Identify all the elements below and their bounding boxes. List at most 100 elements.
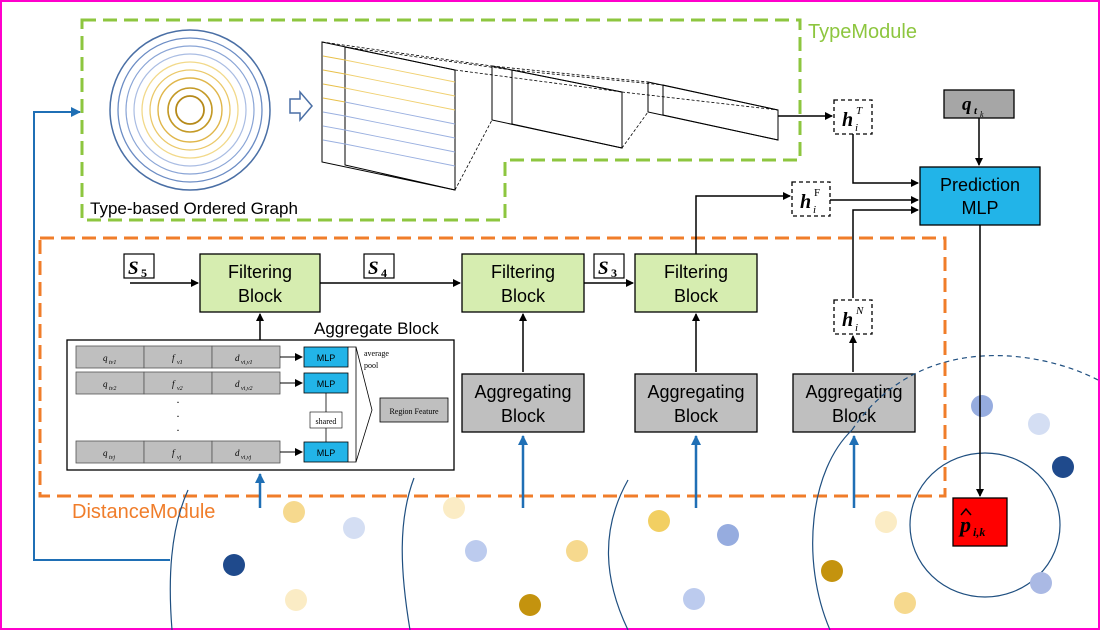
- svg-text:Filtering: Filtering: [228, 262, 292, 282]
- svg-text:d: d: [235, 353, 240, 363]
- pool-label: pool: [364, 361, 379, 370]
- aggregating-block-3: Aggregating Block: [792, 373, 916, 433]
- svg-text:T: T: [856, 105, 863, 117]
- h-type-to-mlp-arrow: [852, 134, 919, 187]
- svg-text:f: f: [172, 448, 176, 458]
- region-dots: [223, 395, 1074, 616]
- output-node: p i,k: [952, 497, 1008, 547]
- svg-text:f: f: [172, 353, 176, 363]
- s4-label: S 4: [363, 253, 395, 280]
- filter3-to-h-f-arrow: [695, 192, 791, 254]
- svg-text:·: ·: [176, 395, 180, 409]
- aggregating-block-1: Aggregating Block: [461, 373, 585, 433]
- svg-text:f: f: [172, 379, 176, 389]
- svg-text:tv2: tv2: [109, 386, 116, 392]
- svg-text:Prediction: Prediction: [940, 175, 1020, 195]
- transform-arrow-icon: [289, 89, 313, 123]
- svg-text:4: 4: [381, 266, 387, 280]
- aggregate-row-3: q tvj f vj d vi,vj: [75, 440, 281, 464]
- svg-text:vi,v2: vi,v2: [241, 386, 253, 392]
- svg-text:MLP: MLP: [317, 379, 336, 389]
- svg-text:d: d: [235, 448, 240, 458]
- svg-text:h: h: [842, 109, 853, 131]
- svg-text:k: k: [980, 110, 984, 119]
- svg-text:Block: Block: [501, 406, 546, 426]
- filtering-block-3: Filtering Block: [634, 253, 758, 313]
- small-mlp-3: MLP: [303, 441, 349, 463]
- svg-text:5: 5: [141, 266, 147, 280]
- svg-text:tvj: tvj: [109, 455, 115, 461]
- svg-text:t: t: [974, 105, 978, 117]
- h-n-to-mlp-arrow: [852, 206, 919, 298]
- svg-text:q: q: [962, 94, 972, 115]
- svg-text:v1: v1: [177, 360, 183, 366]
- svg-text:·: ·: [176, 423, 180, 437]
- svg-text:tv1: tv1: [109, 360, 116, 366]
- svg-text:Block: Block: [674, 286, 719, 306]
- small-mlp-1: MLP: [303, 346, 349, 368]
- cnn-layers: [321, 41, 779, 191]
- svg-text:Block: Block: [832, 406, 877, 426]
- svg-text:N: N: [855, 305, 864, 317]
- pool-arrow: [355, 346, 373, 463]
- svg-text:Region Feature: Region Feature: [389, 407, 439, 416]
- svg-text:MLP: MLP: [961, 198, 998, 218]
- svg-text:S: S: [128, 258, 139, 279]
- aggregate-row-2: q tv2 f v2 d vi,v2: [75, 371, 281, 395]
- svg-text:v2: v2: [177, 386, 183, 392]
- s5-label: S 5: [123, 253, 155, 280]
- svg-text:vi,v1: vi,v1: [241, 360, 253, 366]
- h-n-node: h i N: [833, 299, 873, 335]
- s3-label: S 3: [593, 253, 625, 280]
- region-feature-box: Region Feature: [379, 397, 449, 423]
- svg-text:i: i: [855, 322, 858, 334]
- svg-text:h: h: [842, 309, 853, 331]
- prediction-mlp: Prediction MLP: [919, 166, 1041, 226]
- blue-input-arrows: [33, 107, 859, 561]
- distance-module-region: [38, 236, 947, 498]
- distance-module-label: DistanceModule: [72, 501, 215, 523]
- h-type-node: h i T: [833, 99, 873, 135]
- svg-text:p: p: [958, 512, 971, 537]
- h-f-node: h i F: [791, 181, 831, 217]
- svg-text:i,k: i,k: [973, 525, 985, 539]
- svg-text:Block: Block: [674, 406, 719, 426]
- type-module-label: TypeModule: [808, 21, 917, 43]
- aggregating-block-2: Aggregating Block: [634, 373, 758, 433]
- svg-text:Filtering: Filtering: [664, 262, 728, 282]
- cnn-connections: [321, 41, 779, 191]
- svg-text:vj: vj: [177, 455, 182, 461]
- aggregate-ellipsis: · · ·: [176, 395, 180, 437]
- filtering-block-2: Filtering Block: [461, 253, 585, 313]
- svg-text:Filtering: Filtering: [491, 262, 555, 282]
- type-graph-circles: [109, 29, 271, 191]
- filtering-block-1: Filtering Block: [199, 253, 321, 313]
- type-module-region: [80, 18, 802, 222]
- svg-text:Block: Block: [238, 286, 283, 306]
- aggregate-block-title: Aggregate Block: [314, 319, 439, 338]
- small-mlp-2: MLP: [303, 372, 349, 394]
- svg-text:S: S: [368, 258, 379, 279]
- svg-text:h: h: [800, 191, 811, 213]
- average-label: average: [364, 349, 389, 358]
- svg-text:vi,vj: vi,vj: [241, 455, 251, 461]
- svg-text:q: q: [103, 379, 108, 389]
- svg-text:q: q: [103, 448, 108, 458]
- svg-text:Aggregating: Aggregating: [474, 382, 571, 402]
- svg-text:Aggregating: Aggregating: [647, 382, 744, 402]
- cnn-layer-stripes: [322, 55, 456, 167]
- svg-text:S: S: [598, 258, 609, 279]
- svg-text:i: i: [855, 122, 858, 134]
- svg-text:3: 3: [611, 266, 617, 280]
- query-node: q t k: [943, 89, 1015, 119]
- svg-text:i: i: [813, 204, 816, 216]
- aggregate-row-1: q tv1 f v1 d vi,v1: [75, 345, 281, 369]
- svg-text:MLP: MLP: [317, 353, 336, 363]
- svg-text:F: F: [814, 187, 820, 199]
- svg-text:MLP: MLP: [317, 448, 336, 458]
- pool-bracket: [348, 346, 357, 463]
- shared-label: shared: [316, 417, 337, 426]
